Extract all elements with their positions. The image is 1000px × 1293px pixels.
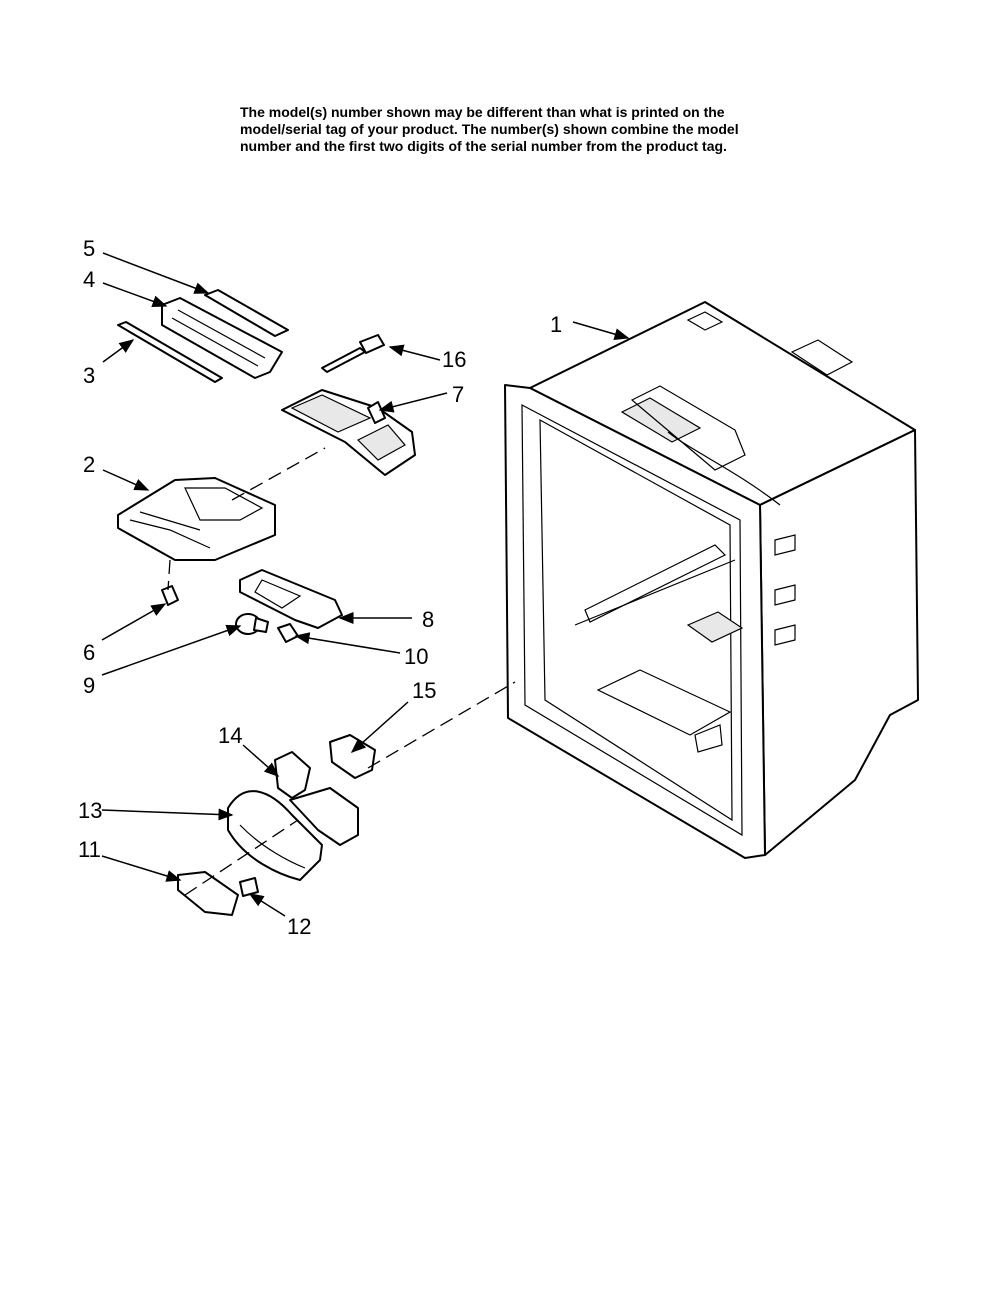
callout-2: 2 — [83, 452, 95, 477]
note-line-2: model/serial tag of your product. The nu… — [240, 121, 739, 137]
callout-13: 13 — [78, 798, 102, 823]
part-11-lens — [177, 871, 239, 916]
part-8-light-housing — [239, 569, 343, 629]
part-10-socket — [277, 623, 299, 643]
callout-3: 3 — [83, 363, 95, 388]
model-number-note: The model(s) number shown may be differe… — [240, 104, 800, 155]
part-14-housing — [274, 751, 359, 846]
part-12-screw — [239, 877, 259, 897]
part-6-clip — [161, 585, 179, 606]
note-line-3: number and the first two digits of the s… — [240, 138, 727, 154]
part-4-control-housing — [161, 297, 283, 379]
callout-6: 6 — [83, 640, 95, 665]
callout-9: 9 — [83, 673, 95, 698]
part-15-switch — [329, 734, 376, 779]
callout-12: 12 — [287, 914, 311, 939]
callout-5: 5 — [83, 236, 95, 261]
callout-15: 15 — [412, 678, 436, 703]
callout-14: 14 — [218, 723, 242, 748]
callout-10: 10 — [404, 644, 428, 669]
note-line-1: The model(s) number shown may be differe… — [240, 104, 725, 120]
part-1-liner — [504, 301, 919, 859]
callout-1: 1 — [550, 312, 562, 337]
callout-11: 11 — [78, 837, 101, 862]
callout-4: 4 — [83, 267, 95, 292]
part-7-air-duct-cover — [281, 389, 416, 476]
part-2-control-panel — [117, 477, 276, 561]
part-9-light-bulb — [235, 613, 269, 635]
part-3-strip — [117, 321, 223, 383]
part-5-cover-strip — [204, 289, 289, 337]
callout-8: 8 — [422, 607, 434, 632]
part-16-sensor — [321, 334, 385, 373]
callout-7: 7 — [452, 382, 464, 407]
callout-16: 16 — [442, 347, 466, 372]
